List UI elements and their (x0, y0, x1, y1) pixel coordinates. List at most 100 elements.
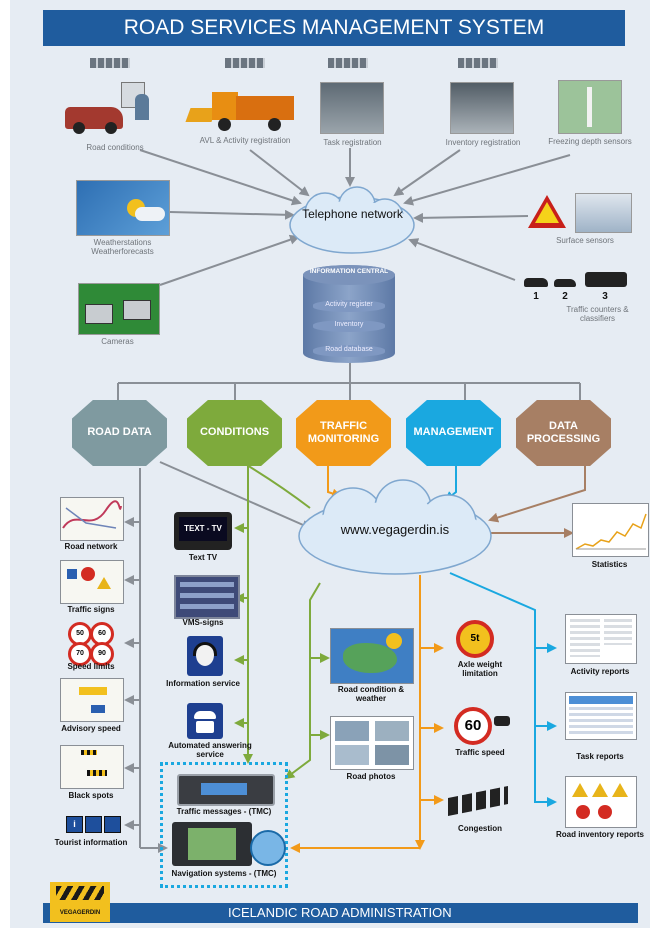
road-photos-thumbnails (330, 716, 414, 770)
telephone-network-cloud (289, 186, 415, 254)
website-cloud (298, 479, 492, 575)
navigation-device (172, 822, 252, 866)
avl-label: AVL & Activity registration (199, 136, 291, 145)
tourist-icon (85, 816, 102, 833)
satellite-icon (458, 58, 498, 68)
traffic-messages-label: Traffic messages - (TMC) (176, 807, 272, 816)
bus-icon (585, 272, 627, 287)
category-management: MANAGEMENT (406, 400, 501, 466)
activity-reports-document (565, 614, 637, 664)
task-reports-document (565, 692, 637, 740)
weatherstation-map (76, 180, 170, 236)
cameras-label: Cameras (101, 337, 134, 346)
black-spots-map (60, 745, 124, 789)
inventory-registration-label: Inventory registration (445, 138, 521, 147)
text-tv-screen: TEXT - TV (174, 512, 232, 550)
category-data-processing: DATA PROCESSING (516, 400, 611, 466)
satellite-icon (328, 58, 368, 68)
vegagerdin-logo: VEGAGERDIN (50, 882, 110, 922)
inventory-registration-photo (450, 82, 514, 134)
task-reports-label: Task reports (576, 752, 624, 761)
traffic-counters-label: Traffic counters & classifiers (566, 305, 629, 324)
speed-limit-sign: 70 (68, 642, 92, 666)
category-traffic-monitoring: TRAFFIC MONITORING (296, 400, 391, 466)
category-road-data: ROAD DATA (72, 400, 167, 466)
poster: ROAD SERVICES MANAGEMENT SYSTEM Road con… (10, 0, 650, 928)
logo-text: VEGAGERDIN (59, 910, 101, 916)
road-conditions-label: Road conditions (86, 143, 144, 152)
road-network-map (60, 497, 124, 541)
road-photos-label: Road photos (346, 772, 396, 781)
activity-reports-label: Activity reports (570, 667, 630, 676)
satellite-icon (90, 58, 130, 68)
counter-number: 1 (533, 291, 539, 302)
website-label: www.vegagerdin.is (340, 522, 450, 537)
road-network-label: Road network (64, 542, 118, 551)
task-registration-label: Task registration (323, 138, 382, 147)
category-conditions: CONDITIONS (187, 400, 282, 466)
information-central-label: INFORMATION CENTRAL (309, 268, 389, 275)
axle-weight-label: Axle weight limitation (457, 660, 503, 679)
vms-signs-label: VMS-signs (182, 618, 224, 627)
navigation-systems-label: Navigation systems - (TMC) (171, 869, 277, 878)
text-tv-label: TEXT - TV (179, 517, 227, 541)
snowplow-truck-illustration (185, 78, 298, 133)
surface-sensors-label: Surface sensors (556, 236, 614, 245)
information-icon: i (66, 816, 83, 833)
database-layer (313, 320, 385, 332)
road-inventory-reports-document (565, 776, 637, 828)
information-service-label: Information service (166, 679, 240, 688)
footer-bar: ICELANDIC ROAD ADMINISTRATION (43, 903, 638, 923)
car-radio-device (177, 774, 275, 806)
slippery-road-sign-icon (528, 195, 566, 228)
weatherstations-label: Weatherstations Weatherforecasts (91, 238, 154, 257)
connector-lines (117, 148, 586, 853)
page-title: ROAD SERVICES MANAGEMENT SYSTEM (43, 10, 625, 46)
surface-sensor-photo (575, 193, 632, 233)
counter-number: 2 (562, 291, 568, 302)
traffic-signs-label: Traffic signs (67, 605, 115, 614)
axle-weight-sign: 5t (456, 620, 494, 658)
speed-limit-sign: 90 (90, 642, 114, 666)
database-layer-label: Road database (325, 346, 373, 353)
road-condition-weather-label: Road condition & weather (337, 685, 405, 704)
satellite-icon (225, 58, 265, 68)
task-registration-photo (320, 82, 384, 134)
automated-answering-label: Automated answering service (168, 741, 252, 760)
telephone-network-label: Telephone network (302, 207, 403, 221)
black-spots-label: Black spots (68, 791, 114, 800)
traffic-speed-label: Traffic speed (455, 748, 505, 757)
road-conditions-illustration (65, 82, 155, 137)
database-layer-label: Inventory (334, 321, 364, 328)
tourist-information-icons: i (66, 816, 121, 834)
advisory-speed-map (60, 678, 124, 722)
car-icon (554, 279, 576, 287)
traffic-signs-map (60, 560, 124, 604)
speed-limits-label: Speed limits (67, 662, 115, 671)
congestion-label: Congestion (458, 824, 502, 833)
advisory-speed-label: Advisory speed (61, 724, 121, 733)
database-layer-label: Activity register (325, 301, 373, 308)
footer-text: ICELANDIC ROAD ADMINISTRATION (228, 905, 452, 920)
car-icon (524, 278, 548, 287)
telephone-icon (187, 703, 223, 739)
tourist-icon (104, 816, 121, 833)
text-tv-output-label: Text TV (188, 553, 218, 562)
freezing-depth-label: Freezing depth sensors (548, 137, 632, 146)
freezing-depth-sensor-photo (558, 80, 622, 134)
road-condition-weather-map (330, 628, 414, 684)
headset-icon (187, 636, 223, 676)
vms-sign (174, 575, 240, 619)
statistics-chart-thumbnail (572, 503, 649, 557)
speed-limit-signs: 50 60 70 90 (68, 622, 116, 666)
speed-sign: 60 (454, 707, 492, 745)
road-inventory-reports-label: Road inventory reports (555, 830, 644, 839)
navigation-map-bubble (250, 830, 286, 866)
car-icon (494, 716, 510, 726)
database-layer (313, 300, 385, 312)
statistics-label: Statistics (591, 560, 628, 569)
counter-number: 3 (602, 291, 608, 302)
database-layer (313, 345, 385, 357)
cameras-photo (78, 283, 160, 335)
tourist-information-label: Tourist information (54, 838, 128, 847)
